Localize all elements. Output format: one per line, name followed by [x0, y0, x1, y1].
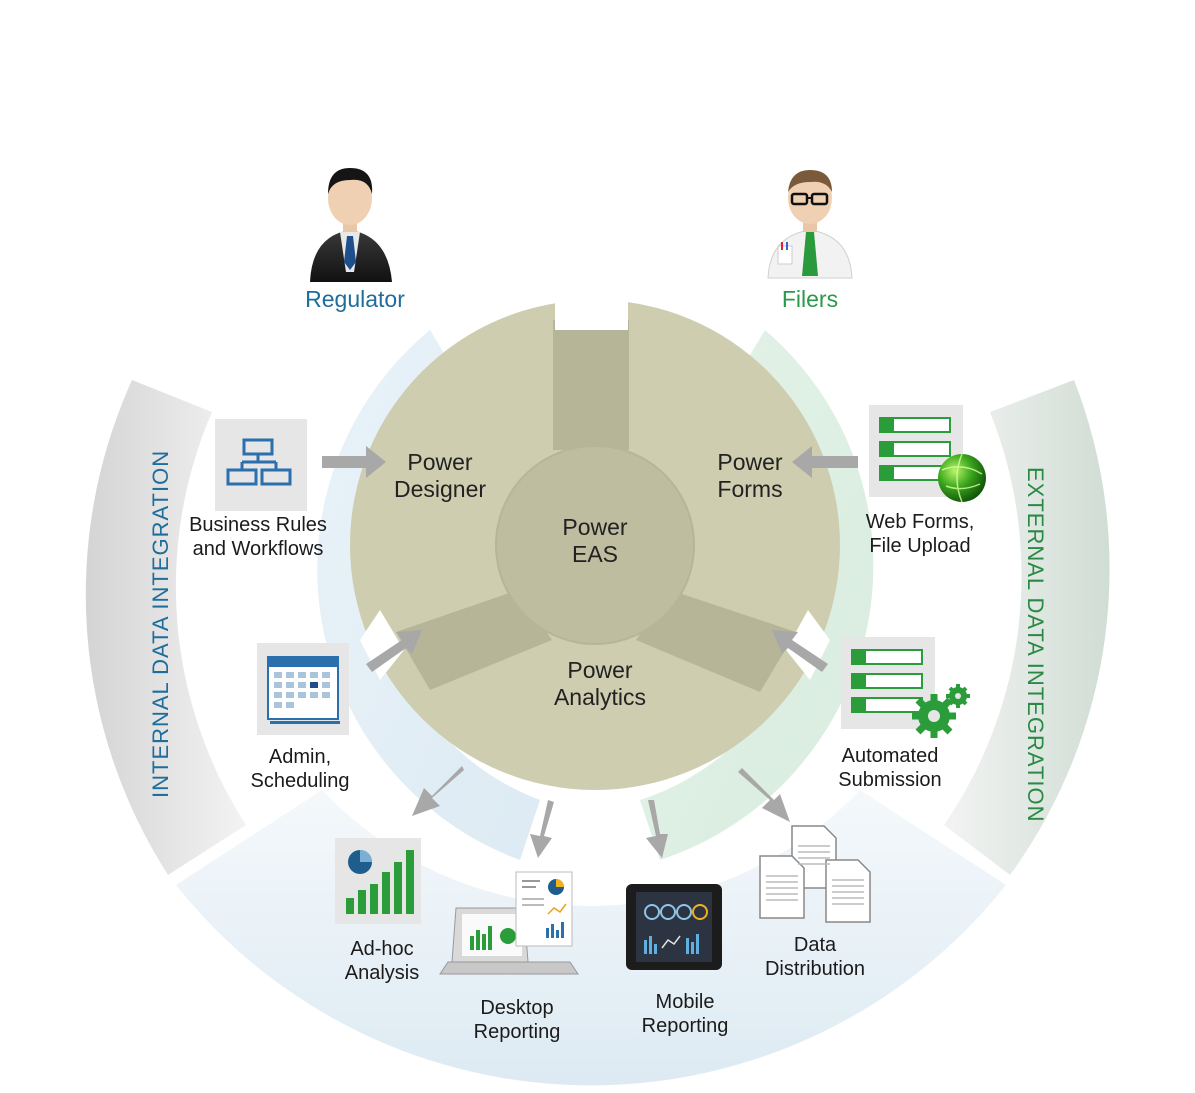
- globe-icon: [938, 454, 986, 502]
- data-distribution-label: Data Distribution: [764, 934, 866, 980]
- external-integration-label: EXTERNAL DATA INTEGRATION: [1023, 467, 1048, 823]
- automated-submission-label: Automated Submission: [838, 745, 942, 791]
- power-eas-label: Power EAS: [562, 514, 628, 567]
- power-designer-label: Power Designer: [393, 449, 487, 502]
- web-forms-label: Web Forms, File Upload: [865, 511, 975, 557]
- arrow-to-desktop: [530, 800, 554, 858]
- arrow-to-distribution: [738, 768, 790, 822]
- filers-avatar: [767, 170, 853, 279]
- gears-icon: [912, 684, 970, 738]
- arrow-to-forms: [792, 446, 858, 478]
- external-band: [944, 380, 1110, 875]
- arrow-to-mobile: [646, 800, 668, 858]
- automated-form-icon: [841, 637, 970, 738]
- arrow-to-adhoc: [412, 766, 464, 816]
- arrow-to-designer: [322, 446, 386, 478]
- admin-scheduling-label: Admin, Scheduling: [250, 746, 350, 792]
- desktop-reporting-label: Desktop Reporting: [473, 997, 561, 1043]
- internal-band: [85, 380, 246, 875]
- power-wheel: [350, 297, 840, 790]
- business-rules-label: Business Rules and Workflows: [189, 514, 327, 560]
- mobile-reporting-label: Mobile Reporting: [641, 991, 729, 1037]
- power-analytics-label: Power Analytics: [553, 657, 647, 710]
- adhoc-analysis-label: Ad-hoc Analysis: [344, 938, 420, 984]
- web-form-icon: [869, 405, 986, 503]
- documents-icon: [759, 825, 871, 923]
- arrows: [322, 446, 858, 858]
- laptop-report-icon: [439, 871, 579, 975]
- tablet-icon: [626, 884, 722, 970]
- filers-label: Filers: [781, 286, 839, 312]
- org-chart-icon: [215, 419, 307, 511]
- bar-chart-icon: [335, 838, 421, 924]
- arrow-from-automated: [772, 630, 828, 672]
- regulator-label: Regulator: [305, 286, 405, 312]
- calendar-icon: [257, 643, 349, 735]
- arrow-from-admin: [366, 630, 422, 672]
- regulator-avatar: [310, 168, 392, 282]
- power-forms-label: Power Forms: [717, 449, 783, 502]
